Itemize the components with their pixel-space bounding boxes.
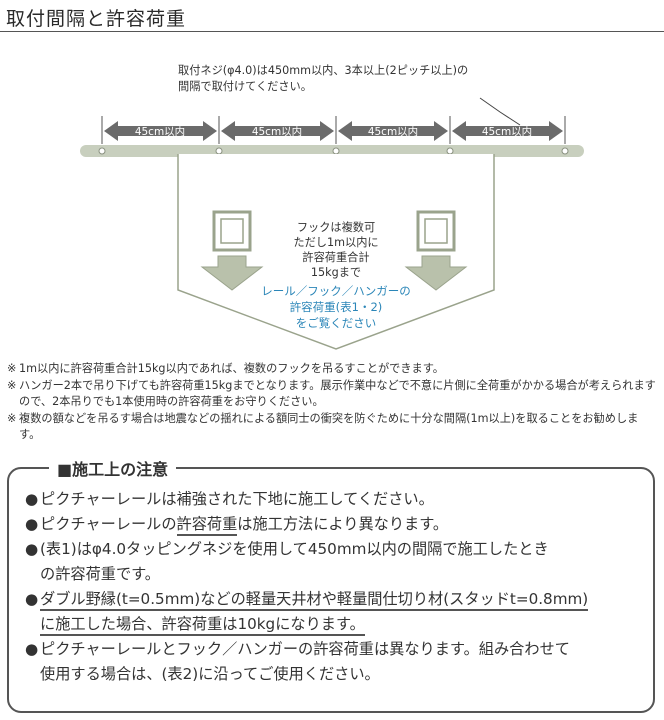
- caution-text: 使用する場合は、(表2)に沿ってご使用ください。: [40, 665, 380, 683]
- footnote-mark: ※: [7, 362, 17, 375]
- span-arrow-3: 45cm以内: [338, 121, 448, 141]
- caution-item-2: ● ピクチャーレールの許容荷重は施工方法により異なります。: [25, 512, 645, 537]
- caution-text-underlined: に施工した場合、許容荷重は10kgになります。: [40, 615, 365, 636]
- caution-list: ● ピクチャーレールは補強された下地に施工してください。 ● ピクチャーレールの…: [25, 487, 645, 687]
- caution-text: ピクチャーレールは補強された下地に施工してください。: [40, 490, 434, 508]
- hanging-picture-right: [416, 210, 456, 252]
- caution-text: は施工方法により異なります。: [237, 515, 449, 533]
- span-arrow-4: 45cm以内: [452, 121, 563, 141]
- blue-note-2: 許容荷重(表1・2): [290, 300, 383, 314]
- span-arrow-1: 45cm以内: [104, 121, 217, 141]
- caution-title: ■施工上の注意: [49, 456, 177, 480]
- caution-text: ピクチャーレールとフック／ハンガーの許容荷重は異なります。組み合わせて: [40, 640, 570, 658]
- caution-item-5: ● ピクチャーレールとフック／ハンガーの許容荷重は異なります。組み合わせて 使用…: [25, 637, 645, 687]
- caution-item-3: ● (表1)はφ4.0タッピングネジを使用して450mm以内の間隔で施工したとき…: [25, 537, 645, 587]
- caution-emphasis: 許容荷重: [176, 515, 238, 536]
- footnote-mark: ※: [7, 378, 17, 392]
- screw-note-line2: 間隔で取付けてください。: [178, 80, 312, 93]
- load-frame-outline: [177, 154, 495, 350]
- bullet: ●: [25, 540, 39, 558]
- center-note-2: ただし1m以内に: [293, 235, 378, 249]
- span-label-2: 45cm以内: [252, 125, 302, 138]
- load-arrow-left: [200, 255, 264, 291]
- footnote-text: ハンガー2本で吊り下げても許容荷重15kgまでとなります。展示作業中などで不意に…: [19, 378, 656, 409]
- footnotes: ※ 1m以内に許容荷重合計15kg以内であれば、複数のフックを吊るすことができま…: [7, 361, 659, 444]
- caution-item-4: ● ダブル野縁(t=0.5mm)などの軽量天井材や軽量間仕切り材(スタッドt=0…: [25, 587, 645, 637]
- screw-note-line1: 取付ネジ(φ4.0)は450mm以内、3本以上(2ピッチ以上)の: [178, 63, 468, 77]
- load-arrow-right: [404, 255, 468, 291]
- span-arrow-2: 45cm以内: [221, 121, 334, 141]
- blue-note-3: をご覧ください: [296, 316, 377, 330]
- span-label-3: 45cm以内: [368, 125, 418, 138]
- mounting-diagram: 取付ネジ(φ4.0)は450mm以内、3本以上(2ピッチ以上)の 間隔で取付けて…: [80, 63, 584, 350]
- footnote-1: ※ 1m以内に許容荷重合計15kg以内であれば、複数のフックを吊るすことができま…: [7, 361, 659, 378]
- caution-text: (表1)はφ4.0タッピングネジを使用して450mm以内の間隔で施工したとき: [40, 540, 549, 558]
- bullet: ●: [25, 640, 39, 658]
- caution-emphasis: 許容荷重: [161, 615, 223, 633]
- center-note-1: フックは複数可: [297, 220, 375, 234]
- caution-item-1: ● ピクチャーレールは補強された下地に施工してください。: [25, 487, 645, 512]
- span-label-1: 45cm以内: [135, 125, 185, 138]
- bullet: ●: [25, 515, 39, 533]
- caution-text: ピクチャーレールの: [40, 515, 177, 533]
- screw-leader-line: [479, 97, 521, 126]
- footnote-mark: ※: [7, 411, 17, 425]
- caution-box: ■施工上の注意 ● ピクチャーレールは補強された下地に施工してください。 ● ピ…: [7, 456, 655, 713]
- span-label-4: 45cm以内: [482, 125, 532, 138]
- blue-note-1: レール／フック／ハンガーの: [261, 284, 411, 298]
- page-title: 取付間隔と許容荷重: [6, 8, 187, 30]
- bullet: ●: [25, 490, 39, 508]
- bullet: ●: [25, 590, 39, 608]
- title-divider: [0, 31, 664, 32]
- center-note-4: 15kgまで: [311, 266, 361, 279]
- caution-text: に施工した場合、: [40, 615, 162, 633]
- screw-ticks: [101, 116, 566, 144]
- hanging-picture-left: [212, 210, 252, 252]
- footnote-text: 1m以内に許容荷重合計15kg以内であれば、複数のフックを吊るすことができます。: [19, 362, 444, 375]
- footnote-2: ※ ハンガー2本で吊り下げても許容荷重15kgまでとなります。展示作業中などで不…: [7, 378, 659, 411]
- screw-heads: [98, 147, 569, 155]
- center-note-3: 許容荷重合計: [302, 250, 369, 264]
- caution-text: の許容荷重です。: [40, 565, 160, 583]
- caution-text-underlined: ダブル野縁(t=0.5mm)などの軽量天井材や軽量間仕切り材(スタッドt=0.8…: [40, 590, 589, 611]
- caution-text: は10kgになります。: [222, 615, 365, 633]
- footnote-3: ※ 複数の額などを吊るす場合は地震などの揺れによる額同士の衝突を防ぐために十分な…: [7, 411, 659, 444]
- footnote-text: 複数の額などを吊るす場合は地震などの揺れによる額同士の衝突を防ぐために十分な間隔…: [19, 411, 639, 442]
